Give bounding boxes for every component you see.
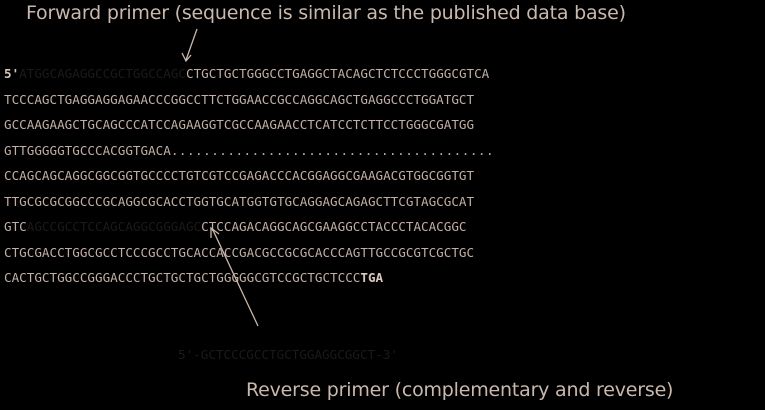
forward-primer-sequence: ATGGCAGAGGCCGCTGGCCAGC [19,66,186,81]
reverse-primer-arrow [211,227,259,327]
five-prime-mark: 5' [4,66,20,81]
sequence-line-4: GTTGGGGGTGCCCACGGTGACA..................… [4,141,494,161]
sequence-line-9: CACTGCTGGCCGGGACCCTGCTGCTGCTGGGGGCGTCCGC… [4,268,383,288]
sequence-text: CTGCTGCTGGGCCTGAGGCTACAGCTCTCCCTGGGCGTCA [185,66,490,81]
forward-primer-arrowhead [181,52,192,63]
forward-primer-caption: Forward primer (sequence is similar as t… [26,2,626,24]
reverse-primer-arrowhead [210,226,220,238]
sequence-text: CTCCAGACAGGCAGCGAAGGCCTACCCTACACGGC [201,219,467,234]
sequence-text: GTTGGGGGTGCCCACGGTGACA [4,142,171,158]
sequence-line-5: CCAGCAGCAGGCGGCGGTGCCCCTGTCGTCCGAGACCCAC… [4,168,475,183]
sequence-line-2: TCCCAGCTGAGGAGGAGAACCCGGCCTTCTGGAACCGCCA… [4,91,475,107]
sequence-line-7: GTCAGCCGCCTCCAGCAGGCGGGAGCCTCCAGACAGGCAG… [4,217,467,237]
forward-primer-arrow [185,28,198,61]
stop-codon: TGA [360,270,384,285]
sequence-text: CACTGCTGGCCGGGACCCTGCTGCTGCTGGGGGCGTCCGC… [4,270,361,285]
sequence-gap-dots: ........................................ [170,142,495,158]
sequence-line-8: CTGCGACCTGGCGCCTCCCGCCTGCACCACCGACGCCGCG… [4,244,475,260]
sequence-line-3: GCCAAGAAGCTGCAGCCCATCCAGAAGGTCGCCAAGAACC… [4,117,475,132]
sequence-line-1: 5'ATGGCAGAGGCCGCTGGCCAGCCTGCTGCTGGGCCTGA… [4,64,489,84]
sequence-line-6: TTGCGCGCGGCCCGCAGGCGCACCTGGTGCATGGTGTGCA… [4,193,475,209]
reverse-primer-caption: Reverse primer (complementary and revers… [246,379,674,401]
reverse-primer-sequence: 5'-GCTCCCGCCTGCTGGAGGCGGCT-3' [178,347,398,362]
sequence-text: GTC [4,219,27,234]
reverse-primer-binding-site: AGCCGCCTCCAGCAGGCGGGAGC [26,219,202,234]
